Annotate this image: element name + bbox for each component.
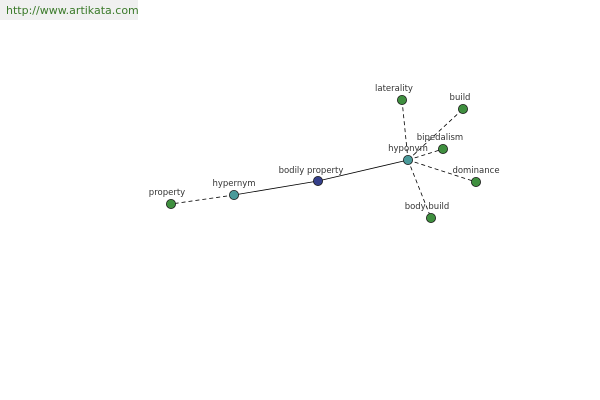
edge-hyponym-dominance	[407, 159, 477, 183]
node-laterality[interactable]	[396, 95, 407, 106]
edge-hyponym-body-build	[407, 159, 432, 219]
node-bipedalism[interactable]	[437, 143, 448, 154]
node-dominance[interactable]	[470, 176, 481, 187]
edge-hyponym-build	[407, 108, 464, 161]
label-body-build: body build	[405, 202, 450, 212]
edge-hyponym-laterality	[401, 99, 409, 161]
url-banner: http://www.artikata.com	[0, 0, 139, 20]
source-url-link[interactable]: http://www.artikata.com	[6, 4, 139, 17]
node-build[interactable]	[457, 104, 468, 115]
edge-bodily-property-hypernym	[233, 180, 319, 196]
node-hypernym[interactable]	[228, 189, 239, 200]
label-hypernym: hypernym	[212, 179, 255, 189]
label-bipedalism: bipedalism	[417, 133, 463, 143]
edge-bodily-property-hyponym	[317, 159, 409, 182]
node-property[interactable]	[165, 198, 176, 209]
label-property: property	[149, 188, 185, 198]
node-hyponym[interactable]	[402, 154, 413, 165]
edge-hypernym-property	[170, 194, 235, 205]
node-body-build[interactable]	[425, 212, 436, 223]
label-bodily-property: bodily property	[279, 166, 344, 176]
label-hyponym: hyponym	[388, 144, 428, 154]
label-dominance: dominance	[452, 166, 499, 176]
label-build: build	[450, 93, 471, 103]
label-laterality: laterality	[375, 84, 413, 94]
node-bodily-property[interactable]	[312, 175, 323, 186]
edge-hyponym-bipedalism	[407, 148, 444, 161]
